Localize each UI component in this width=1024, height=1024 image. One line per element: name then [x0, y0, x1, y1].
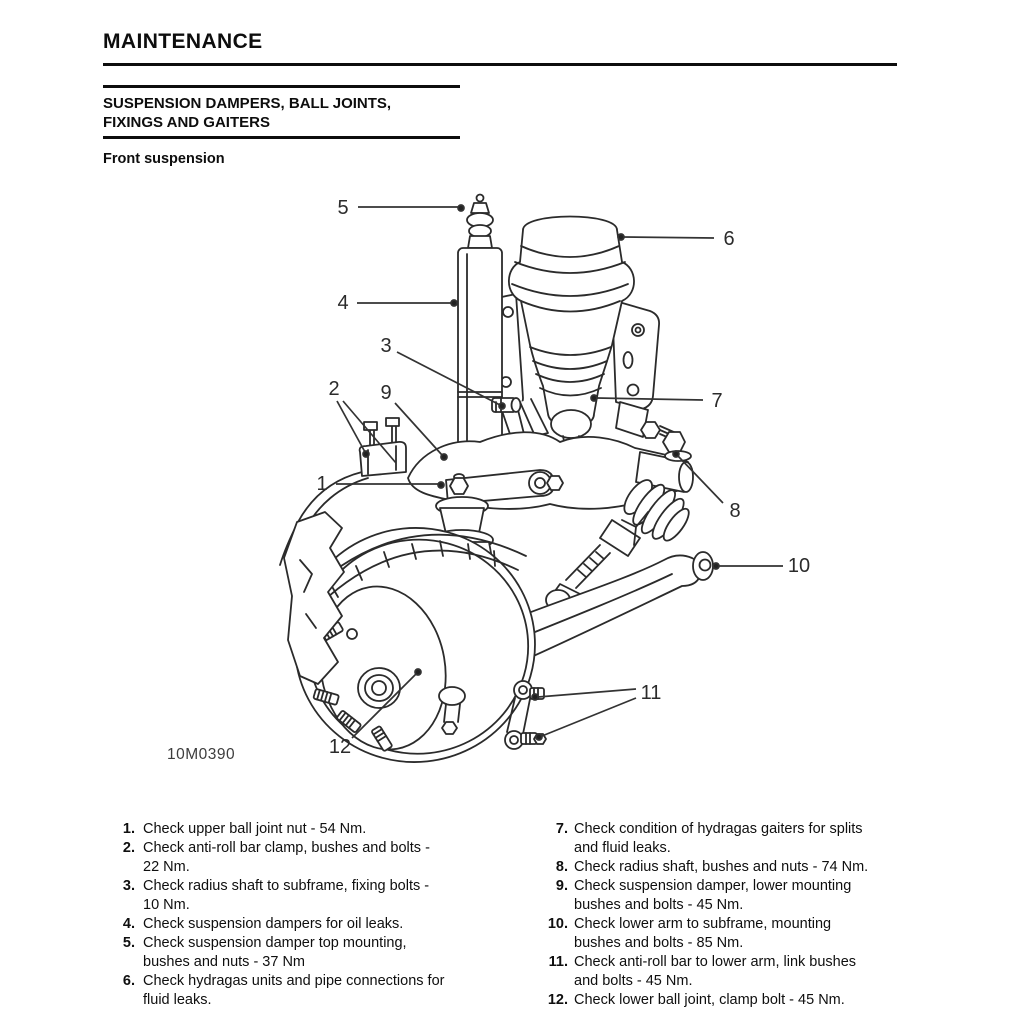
- check-item-number: 6.: [122, 973, 135, 989]
- check-item-11: 11. Check anti-roll bar to lower arm, li…: [528, 953, 928, 991]
- callout-label-8: 8: [729, 500, 741, 522]
- section-rule-bottom: [103, 136, 460, 139]
- check-item-number: 8.: [555, 859, 568, 875]
- check-item-number: 11.: [548, 954, 568, 970]
- callout-label-3: 3: [380, 335, 392, 357]
- check-item-4: 4. Check suspension dampers for oil leak…: [103, 915, 503, 934]
- callout-leader-lines: [336, 204, 783, 741]
- check-item-text: 22 Nm.: [143, 859, 190, 875]
- check-item-text: Check lower arm to subframe, mounting: [574, 916, 832, 932]
- check-item-7: 7. Check condition of hydragas gaiters f…: [528, 820, 928, 858]
- check-item-6: 6. Check hydragas units and pipe connect…: [103, 972, 503, 1010]
- callout-label-5: 5: [337, 197, 349, 219]
- check-item-text: Check anti-roll bar clamp, bushes and bo…: [143, 840, 430, 856]
- callout-label-4: 4: [337, 292, 349, 314]
- check-item-text: 10 Nm.: [143, 897, 190, 913]
- section-heading-line2: FIXINGS AND GAITERS: [103, 114, 270, 131]
- check-item-text: bushes and nuts - 37 Nm: [143, 954, 306, 970]
- checklist-right-column: 7. Check condition of hydragas gaiters f…: [528, 820, 928, 1010]
- check-item-number: 10.: [547, 916, 568, 932]
- checklist-left-column: 1. Check upper ball joint nut - 54 Nm. 2…: [103, 820, 503, 1010]
- check-item-text: Check suspension damper, lower mounting: [574, 878, 852, 894]
- check-item-text: Check lower ball joint, clamp bolt - 45 …: [574, 992, 845, 1008]
- callout-label-2: 2: [328, 378, 340, 400]
- check-item-text: Check upper ball joint nut - 54 Nm.: [143, 821, 367, 837]
- check-item-2: 2. Check anti-roll bar clamp, bushes and…: [103, 839, 503, 877]
- check-item-text: fluid leaks.: [143, 992, 212, 1008]
- check-item-number: 3.: [122, 878, 135, 894]
- check-item-10: 10. Check lower arm to subframe, mountin…: [528, 915, 928, 953]
- section-heading-line1: SUSPENSION DAMPERS, BALL JOINTS,: [103, 95, 392, 112]
- check-item-text: and fluid leaks.: [574, 840, 671, 856]
- check-item-number: 5.: [122, 935, 135, 951]
- check-item-text: bushes and bolts - 45 Nm.: [574, 897, 744, 913]
- check-item-number: 7.: [555, 821, 568, 837]
- callout-label-6: 6: [723, 228, 735, 250]
- callout-label-9: 9: [380, 382, 392, 404]
- check-item-number: 1.: [122, 821, 135, 837]
- check-item-8: 8. Check radius shaft, bushes and nuts -…: [528, 858, 928, 877]
- check-item-text: and bolts - 45 Nm.: [574, 973, 693, 989]
- check-item-text: Check suspension damper top mounting,: [143, 935, 407, 951]
- check-item-number: 12.: [547, 992, 568, 1008]
- check-item-text: Check radius shaft to subframe, fixing b…: [143, 878, 430, 894]
- front-suspension-diagram: [90, 175, 820, 795]
- check-item-number: 2.: [122, 840, 135, 856]
- callout-label-1: 1: [316, 473, 328, 495]
- section-heading: SUSPENSION DAMPERS, BALL JOINTS, FIXINGS…: [103, 94, 391, 132]
- callout-label-12: 12: [328, 736, 352, 758]
- check-item-text: Check condition of hydragas gaiters for …: [574, 821, 863, 837]
- section-rule-top: [103, 85, 460, 88]
- check-item-text: Check radius shaft, bushes and nuts - 74…: [574, 859, 869, 875]
- title-rule: [103, 63, 897, 66]
- page-title: MAINTENANCE: [103, 30, 263, 53]
- callout-label-10: 10: [787, 555, 811, 577]
- figure-code: 10M0390: [167, 746, 236, 763]
- check-item-number: 9.: [555, 878, 568, 894]
- check-item-1: 1. Check upper ball joint nut - 54 Nm.: [103, 820, 503, 839]
- check-item-3: 3. Check radius shaft to subframe, fixin…: [103, 877, 503, 915]
- check-item-12: 12. Check lower ball joint, clamp bolt -…: [528, 991, 928, 1010]
- callout-label-7: 7: [711, 390, 723, 412]
- callout-label-11: 11: [640, 682, 662, 704]
- check-item-text: Check anti-roll bar to lower arm, link b…: [574, 954, 857, 970]
- check-item-number: 4.: [122, 916, 135, 932]
- check-item-text: Check hydragas units and pipe connection…: [143, 973, 445, 989]
- check-item-text: Check suspension dampers for oil leaks.: [143, 916, 404, 932]
- subsection-heading: Front suspension: [103, 151, 225, 167]
- check-item-5: 5. Check suspension damper top mounting,…: [103, 934, 503, 972]
- check-item-9: 9. Check suspension damper, lower mounti…: [528, 877, 928, 915]
- suspension-line-drawing: [279, 193, 783, 763]
- check-item-text: bushes and bolts - 85 Nm.: [574, 935, 744, 951]
